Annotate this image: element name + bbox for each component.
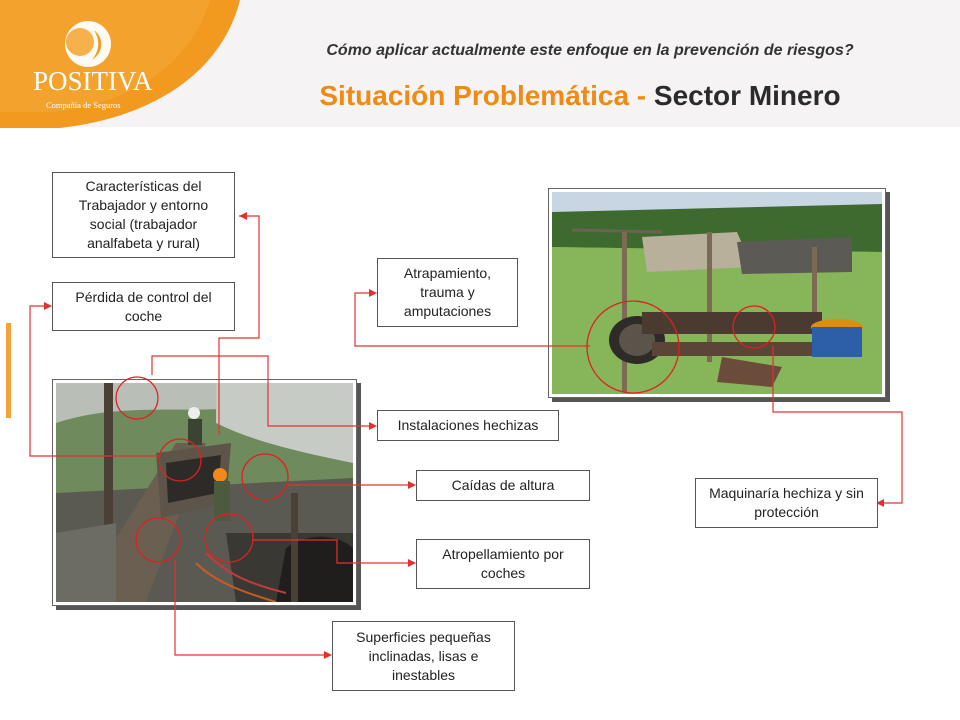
- label-makeshift-installations: Instalaciones hechizas: [377, 410, 559, 441]
- arrowhead-falls: [408, 481, 416, 489]
- logo-swoosh-graphic: [0, 0, 240, 128]
- label-worker-traits: Características del Trabajador y entorno…: [52, 172, 235, 258]
- slide-subtitle: Cómo aplicar actualmente este enfoque en…: [326, 42, 854, 59]
- highlight-circle-winch: [586, 300, 680, 394]
- arrowhead-run-over: [408, 559, 416, 567]
- highlight-circle-cart: [158, 438, 202, 482]
- mining-cart-photo-image: [56, 383, 353, 602]
- arrowhead-worker-traits: [239, 212, 247, 220]
- winch-machinery-photo: [548, 188, 886, 398]
- arrowhead-installations: [369, 422, 377, 430]
- arrowhead-loss-of-control: [44, 302, 52, 310]
- highlight-circle-run-over: [204, 513, 254, 563]
- label-entrapment: Atrapamiento, trauma y amputaciones: [377, 258, 518, 327]
- title-situation: Situación Problemática -: [319, 80, 654, 111]
- highlight-circle-gears: [732, 305, 776, 349]
- highlight-circle-installations: [115, 376, 159, 420]
- label-loss-of-control: Pérdida de control del coche: [52, 282, 235, 331]
- label-small-surfaces: Superficies pequeñas inclinadas, lisas e…: [332, 621, 515, 691]
- connector-loss-of-control: [29, 305, 160, 457]
- mining-cart-photo: [52, 379, 357, 606]
- arrowhead-machinery: [876, 499, 884, 507]
- connector-installations: [151, 355, 373, 427]
- logo-wordmark: POSITIVA: [33, 66, 153, 96]
- arrowhead-entrapment: [369, 289, 377, 297]
- title-sector: Sector Minero: [653, 80, 841, 111]
- connector-surfaces: [174, 560, 328, 656]
- label-makeshift-machinery: Maquinaría hechiza y sin protección: [695, 478, 878, 528]
- positiva-logo: POSITIVA Compañía de Seguros: [0, 0, 250, 130]
- connector-entrapment: [354, 292, 590, 347]
- highlight-circle-surfaces: [135, 517, 181, 563]
- winch-machinery-photo-image: [552, 192, 882, 394]
- logo-tagline: Compañía de Seguros: [46, 100, 121, 110]
- label-run-over-by-carts: Atropellamiento por coches: [416, 539, 590, 589]
- connector-worker-traits: [218, 215, 260, 435]
- arrowhead-surfaces: [324, 651, 332, 659]
- label-falls-from-height: Caídas de altura: [416, 470, 590, 501]
- highlight-circle-falls: [241, 453, 289, 501]
- side-accent-bar: [6, 323, 11, 418]
- connector-run-over: [252, 539, 412, 564]
- connector-machinery: [772, 346, 903, 504]
- slide-title: Situación Problemática - Sector Minero: [200, 80, 960, 112]
